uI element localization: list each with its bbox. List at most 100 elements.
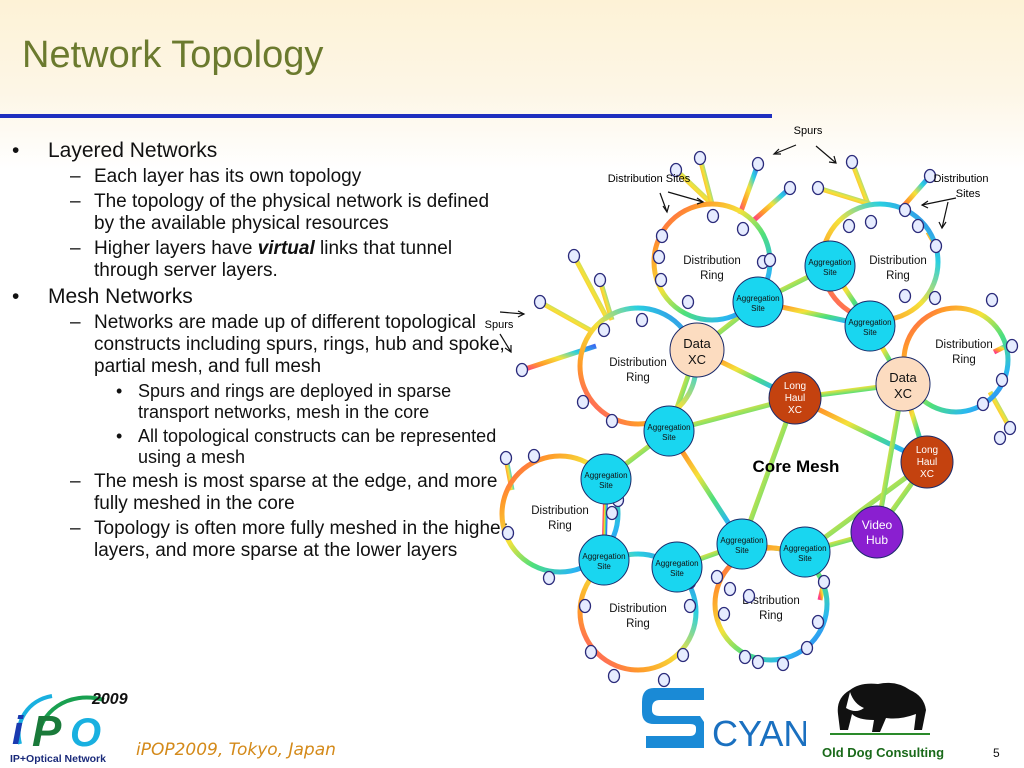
distribution-site xyxy=(501,525,515,541)
aggregation-site-node xyxy=(580,453,632,505)
dog-logo xyxy=(830,682,930,735)
distribution-site xyxy=(911,218,925,234)
cyan-logo: CYAN xyxy=(642,688,806,752)
spur-link xyxy=(737,163,761,215)
distribution-site xyxy=(723,581,737,597)
ring-label: Ring xyxy=(626,618,650,630)
distribution-site xyxy=(1005,338,1019,354)
distribution-site xyxy=(542,570,556,586)
long-haul-xc-node xyxy=(900,435,954,489)
distribution-site xyxy=(499,450,513,466)
sub-bullet-text: Topology is often more fully meshed in t… xyxy=(94,518,507,561)
aggregation-site-label: Site xyxy=(751,304,765,313)
distribution-site xyxy=(898,202,912,218)
sub-bullet: – Higher layers have virtual links that … xyxy=(12,238,512,282)
aggregation-site-node xyxy=(779,526,831,578)
distribution-site xyxy=(985,292,999,308)
arrow xyxy=(941,201,949,229)
spur-link xyxy=(538,299,592,333)
distribution-site xyxy=(593,272,607,288)
bullet-marker: • xyxy=(12,139,20,162)
title-underline xyxy=(0,114,772,118)
aggregation-site-label: Aggregation xyxy=(647,423,690,432)
distribution-site xyxy=(710,569,724,585)
distribution-site xyxy=(654,272,668,288)
slide-title: Network Topology xyxy=(22,34,324,76)
dash-marker: – xyxy=(70,166,81,187)
logo-tagline: IP+Optical Network xyxy=(10,753,106,765)
arrowhead xyxy=(696,197,705,205)
ring-label: Distribution xyxy=(609,357,667,369)
aggregation-site-node xyxy=(651,541,703,593)
dash-marker: – xyxy=(70,312,81,333)
long-haul-xc-label: Long xyxy=(784,381,806,392)
ring-label: Distribution xyxy=(935,339,993,351)
arrow xyxy=(815,145,837,164)
distribution-site xyxy=(736,221,750,237)
long-haul-xc-label: Haul xyxy=(917,457,938,468)
distribution-site xyxy=(763,252,777,268)
video-hub-label: Hub xyxy=(866,533,888,547)
sub-bullet: – Networks are made up of different topo… xyxy=(12,312,512,378)
arrow xyxy=(499,333,512,353)
aggregation-site-node xyxy=(804,240,856,292)
long-haul-xc-label: XC xyxy=(920,469,934,480)
arrow xyxy=(667,191,704,203)
ipop-logo: i P O 2009 IP+Optical Network xyxy=(10,691,128,765)
arrowhead xyxy=(828,155,837,164)
aggregation-site-label: Site xyxy=(662,433,676,442)
distribution-site xyxy=(842,218,856,234)
logo-swoosh xyxy=(36,695,105,743)
label-spurs-left: Spurs xyxy=(485,319,514,331)
long-haul-xc-node xyxy=(768,371,822,425)
data-xc-node xyxy=(669,322,725,378)
distribution-site xyxy=(605,505,619,521)
text-run: Higher layers have xyxy=(94,238,258,259)
distribution-site xyxy=(976,396,990,412)
distribution-site xyxy=(635,312,649,328)
logo-i: i xyxy=(12,709,24,753)
dash-marker: – xyxy=(70,518,81,539)
sub-bullet-text: The mesh is most sparse at the edge, and… xyxy=(94,471,498,514)
aggregation-site-label: Aggregation xyxy=(584,471,627,480)
annotation-arrows xyxy=(499,144,957,354)
aggregation-site-node xyxy=(578,534,630,586)
distribution-site xyxy=(607,668,621,684)
spur-link xyxy=(752,186,792,222)
distribution-site xyxy=(605,413,619,429)
distribution-site xyxy=(527,448,541,464)
label-distribution-sites-right-1: Distribution xyxy=(933,173,988,185)
distribution-ring xyxy=(577,551,699,673)
distribution-site xyxy=(811,180,825,196)
sub-bullet-text: Each layer has its own topology xyxy=(94,166,362,187)
distribution-site xyxy=(533,294,547,310)
distribution-site xyxy=(657,672,671,688)
arrowhead xyxy=(504,345,512,354)
label-core-mesh: Core Mesh xyxy=(753,457,840,476)
ring-label: Distribution xyxy=(869,255,927,267)
label-distribution-sites-right-2: Sites xyxy=(956,188,981,200)
spur-link xyxy=(849,161,871,205)
arrow xyxy=(659,192,668,213)
logo-o: O xyxy=(70,711,101,755)
sub-sub-bullet: • Spurs and rings are deployed in sparse… xyxy=(12,381,512,423)
aggregation-site-label: Aggregation xyxy=(783,544,826,553)
distribution-site xyxy=(817,574,831,590)
long-haul-xc-label: XC xyxy=(788,405,802,416)
arrowhead xyxy=(772,148,781,155)
logo-year: 2009 xyxy=(91,691,128,708)
distribution-site xyxy=(864,214,878,230)
aggregation-site-label: Site xyxy=(735,546,749,555)
video-hub-label: Video xyxy=(862,518,893,532)
distribution-site xyxy=(923,168,937,184)
data-xc-label: XC xyxy=(894,386,912,401)
aggregation-site-label: Aggregation xyxy=(808,258,851,267)
aggregation-site-label: Site xyxy=(597,562,611,571)
logo-p: P xyxy=(32,707,62,756)
aggregation-site-label: Aggregation xyxy=(720,536,763,545)
distribution-site xyxy=(676,647,690,663)
dash-marker: – xyxy=(70,238,81,259)
distribution-site xyxy=(929,238,943,254)
aggregation-site-label: Site xyxy=(823,268,837,277)
distribution-site xyxy=(995,372,1009,388)
